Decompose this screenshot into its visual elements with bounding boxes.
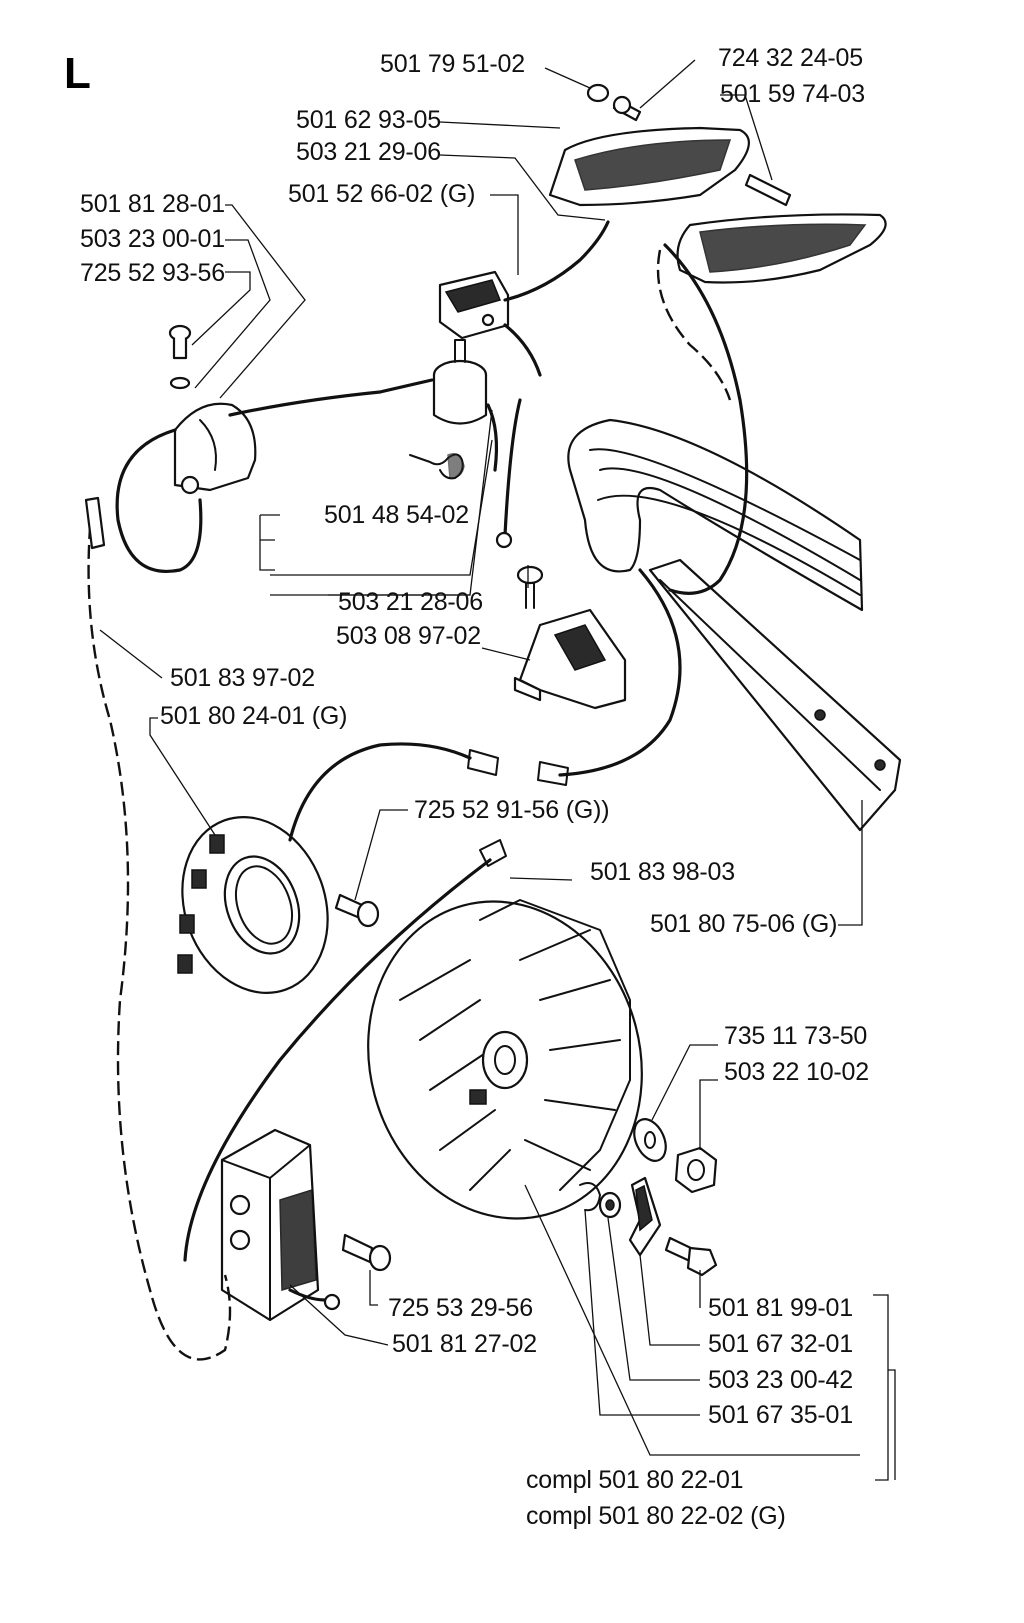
module-screw [341,1233,392,1272]
pawl-spring [579,1182,601,1212]
part-label-501839702: 501 83 97-02 [170,664,315,692]
wire-condenser-down [486,403,499,472]
part-label-503089702: 503 08 97-02 [336,622,481,650]
part-label-725532956: 725 53 29-56 [388,1294,533,1322]
part-label-501812702: 501 81 27-02 [392,1330,537,1358]
part-label-503230042: 503 23 00-42 [708,1366,853,1394]
ignition-module [220,1128,320,1322]
screw-small-top [168,324,192,390]
part-label-503230001: 503 23 00-01 [80,225,225,253]
wire-module-ground [288,1288,327,1302]
part-label-503212806: 503 21 28-06 [338,588,483,616]
wire-switch-down [503,323,542,377]
spring-clip [409,453,465,480]
part-label-501802401: 501 80 24-01 (G) [160,702,348,730]
flywheel-nut [674,1146,718,1194]
part-label-501526602: 501 52 66-02 (G) [288,180,476,208]
pawl-screw [664,1236,718,1277]
throttle-trigger-lower [676,213,887,284]
wire-cap-to-condenser [228,378,434,417]
section-letter: L [64,49,91,98]
screw-switch [516,565,544,609]
part-label-735117350: 735 11 73-50 [724,1022,868,1050]
part-label-503221002: 503 22 10-02 [724,1058,869,1086]
trigger-pin [744,173,792,207]
flywheel-washer [633,1118,667,1162]
spark-plug-lead [87,504,232,1361]
part-label-725529156: 725 52 91-56 (G)) [414,796,610,824]
wire-cap-loop [115,428,203,573]
handle-bar [567,418,902,832]
wire-switch-trigger [503,220,610,302]
part-label-501629305: 501 62 93-05 [296,106,441,134]
part-label-501819901: 501 81 99-01 [708,1294,853,1322]
part-label-725529356: 725 52 93-56 [80,259,225,287]
part-label-501673201: 501 67 32-01 [708,1330,853,1358]
stator-screw [334,893,380,928]
part-label-503212906: 503 21 29-06 [296,138,441,166]
ignition-switch [438,270,510,340]
part-label-compl-1: compl 501 80 22-01 [526,1466,744,1494]
part-label-724322405: 724 32 24-05 [718,44,863,72]
wire-stator-lead [288,742,472,842]
part-label-501597403: 501 59 74-03 [720,80,865,108]
part-label-compl-2: compl 501 80 22-02 (G) [526,1502,786,1530]
stator-plate [177,816,329,994]
trigger-screw [586,83,642,122]
wire-module-lead [183,858,492,1262]
throttle-trigger-upper [548,126,750,207]
part-label-501795102: 501 79 51-02 [380,50,525,78]
wire-handle-to-plug [558,568,682,777]
flywheel [367,899,643,1220]
stop-contact-cap [173,402,257,495]
switch-contact [513,608,627,710]
part-label-501807506: 501 80 75-06 (G) [650,910,838,938]
part-label-501673501: 501 67 35-01 [708,1401,853,1429]
part-label-501839803: 501 83 98-03 [590,858,735,886]
part-label-501812801: 501 81 28-01 [80,190,225,218]
pawl-washer [598,1191,622,1219]
wire-left-lead [503,398,522,537]
wire-trigger-to-handle [663,243,749,595]
trigger-lead-dashed [656,249,732,401]
pawl [628,1176,662,1257]
condenser [432,339,488,425]
part-label-501485402: 501 48 54-02 [324,501,469,529]
